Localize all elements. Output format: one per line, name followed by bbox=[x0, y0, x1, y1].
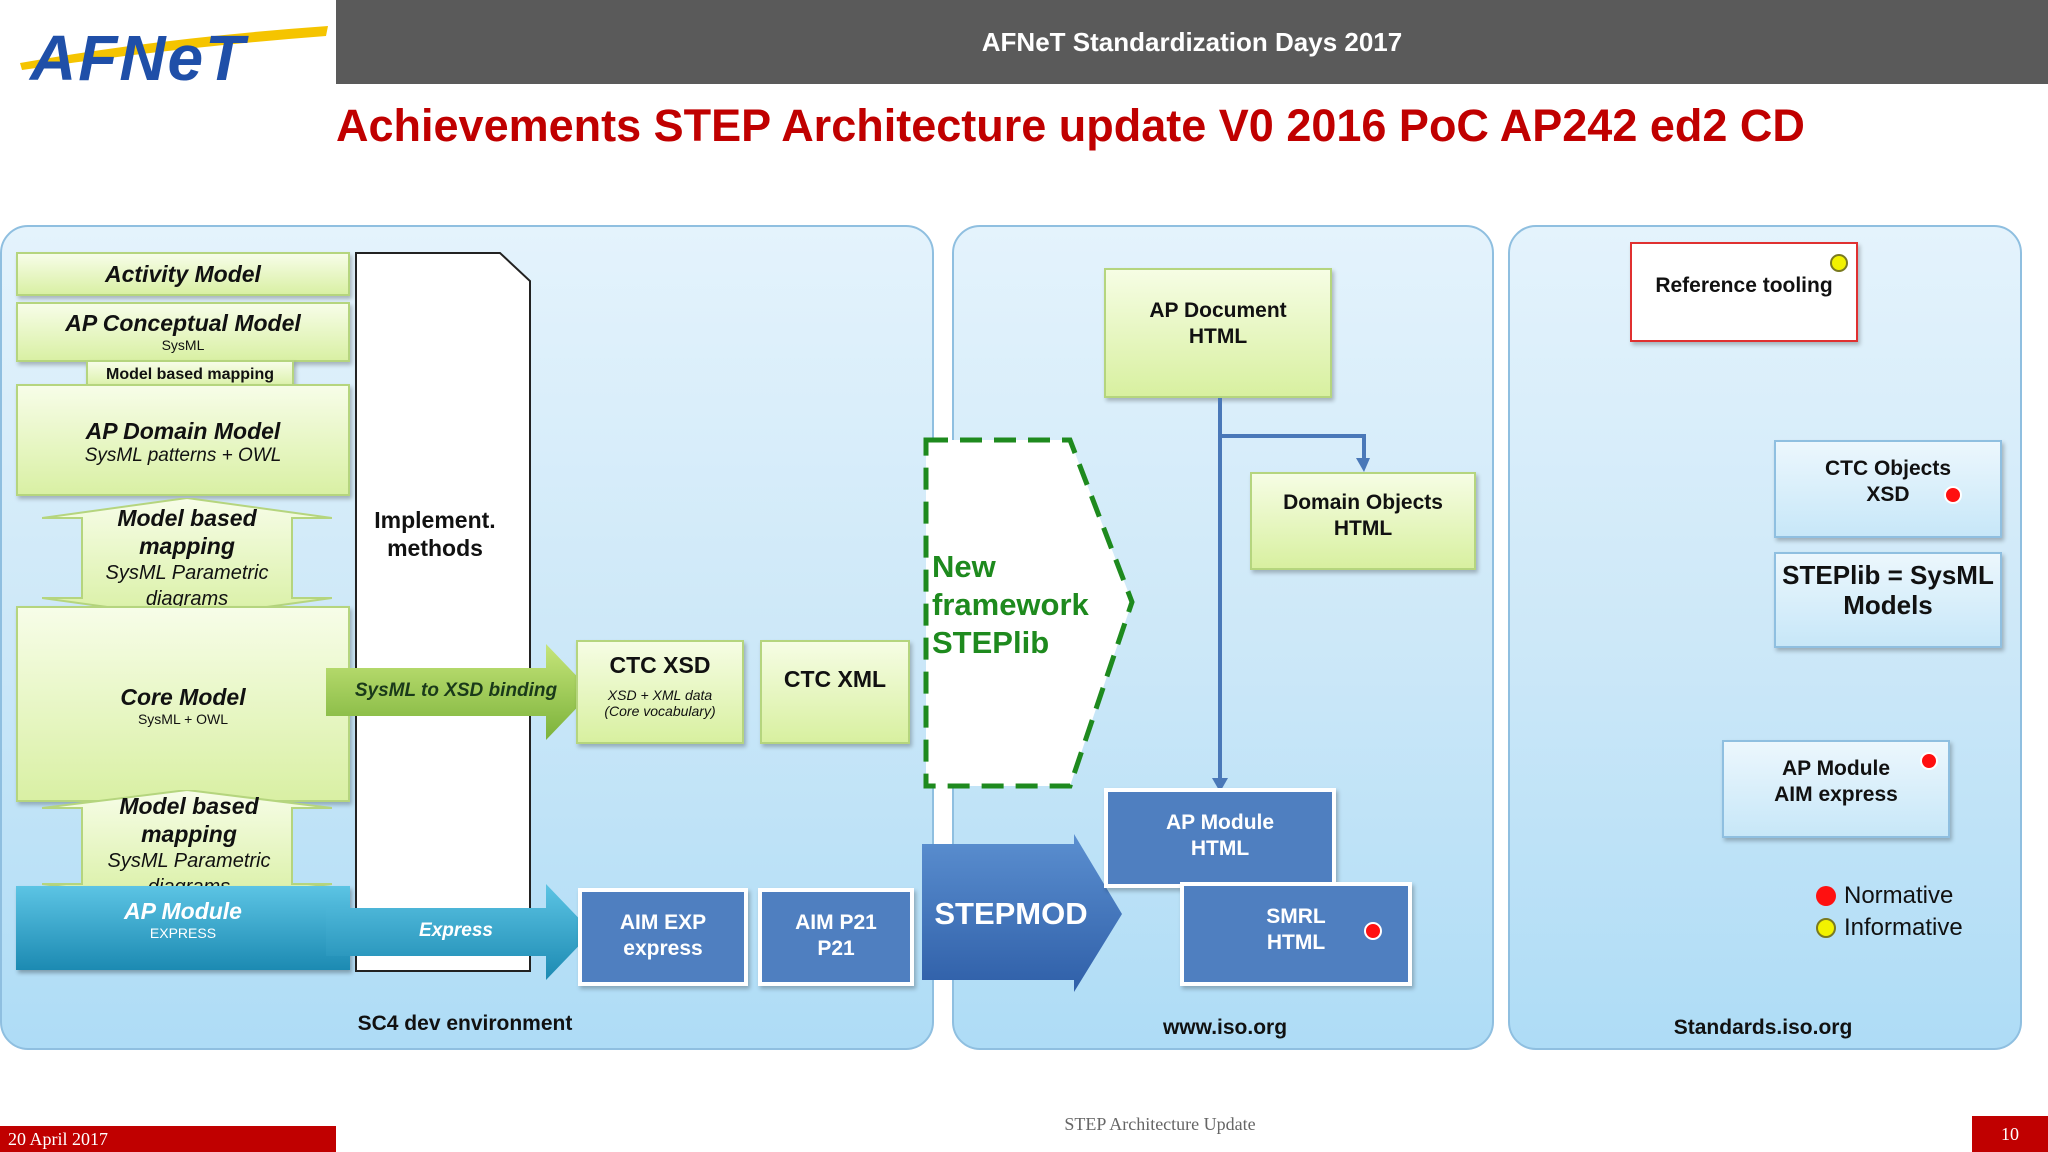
express-arrow bbox=[326, 884, 592, 980]
mapping-bottom-label: Model based mapping SysML Parametric dia… bbox=[107, 793, 271, 898]
legend-normative: Normative bbox=[1816, 880, 2016, 912]
normative-marker bbox=[1944, 486, 1962, 504]
ap-conceptual-model-box: AP Conceptual Model SysML bbox=[16, 302, 350, 362]
header-bar: AFNeT Standardization Days 2017 bbox=[336, 0, 2048, 84]
event-title: AFNeT Standardization Days 2017 bbox=[981, 26, 1403, 57]
mapping-double-arrow-top bbox=[42, 498, 332, 618]
ap-module-box: AP Module EXPRESS bbox=[16, 886, 350, 970]
ap-domain-model-box: AP Domain Model SysML patterns + OWL bbox=[16, 384, 350, 496]
stepmod-label: STEPMOD bbox=[934, 896, 1088, 931]
svg-text:AFNeT: AFNeT bbox=[28, 22, 249, 90]
legend: Normative Informative bbox=[1816, 880, 2016, 944]
implement-methods-label: Implement. methods bbox=[374, 507, 496, 561]
informative-marker bbox=[1830, 254, 1848, 272]
legend-yellow-dot bbox=[1816, 918, 1836, 938]
aim-exp-note: AIM EXP express bbox=[578, 888, 748, 986]
footer-date: 20 April 2017 bbox=[0, 1126, 336, 1152]
standards-footer: Standards.iso.org bbox=[1673, 1016, 1853, 1039]
smrl-html-note: SMRL HTML bbox=[1180, 882, 1412, 986]
afnet-logo: AFNeT bbox=[20, 22, 328, 90]
implement-methods-note bbox=[355, 252, 531, 972]
legend-red-dot bbox=[1816, 886, 1836, 906]
sc4-dev-footer: SC4 dev environment bbox=[357, 1012, 573, 1035]
core-model-box: Core Model SysML + OWL bbox=[16, 606, 350, 802]
sysml-xsd-label: SysML to XSD binding bbox=[354, 680, 558, 701]
slide-title: Achievements STEP Architecture update V0… bbox=[336, 100, 1805, 151]
normative-marker bbox=[1364, 922, 1382, 940]
iso-org-footer: www.iso.org bbox=[1162, 1016, 1288, 1039]
reference-tooling-note: Reference tooling bbox=[1630, 242, 1858, 342]
ctc-objects-note: CTC Objects XSD bbox=[1774, 440, 2002, 538]
new-framework-label: New framework STEPlib bbox=[932, 549, 1089, 660]
domain-objects-note: Domain Objects HTML bbox=[1250, 472, 1476, 570]
ctc-xml-note: CTC XML bbox=[760, 640, 910, 744]
ap-document-note: AP Document HTML bbox=[1104, 268, 1332, 398]
steplib-sysml-note: STEPlib = SysML Models bbox=[1774, 552, 2002, 648]
page-number: 10 bbox=[1972, 1116, 2048, 1152]
ctc-xsd-note: CTC XSD XSD + XML data (Core vocabulary) bbox=[576, 640, 744, 744]
sysml-xsd-arrow bbox=[326, 644, 592, 740]
legend-informative: Informative bbox=[1816, 912, 2016, 944]
ap-module-aim-note: AP Module AIM express bbox=[1722, 740, 1950, 838]
express-label: Express bbox=[419, 920, 493, 941]
activity-model-box: Activity Model bbox=[16, 252, 350, 296]
stepmod-arrow bbox=[922, 834, 1122, 992]
aim-p21-note: AIM P21 P21 bbox=[758, 888, 914, 986]
mapping-top-label: Model based mapping SysML Parametric dia… bbox=[105, 505, 269, 610]
footer-title: STEP Architecture Update bbox=[1064, 1114, 1256, 1134]
ap-document-connector bbox=[1212, 398, 1370, 792]
new-framework-arrow bbox=[923, 437, 1135, 789]
ap-module-html-note: AP Module HTML bbox=[1104, 788, 1336, 888]
mapping-double-arrow-bottom bbox=[42, 790, 332, 902]
normative-marker bbox=[1920, 752, 1938, 770]
